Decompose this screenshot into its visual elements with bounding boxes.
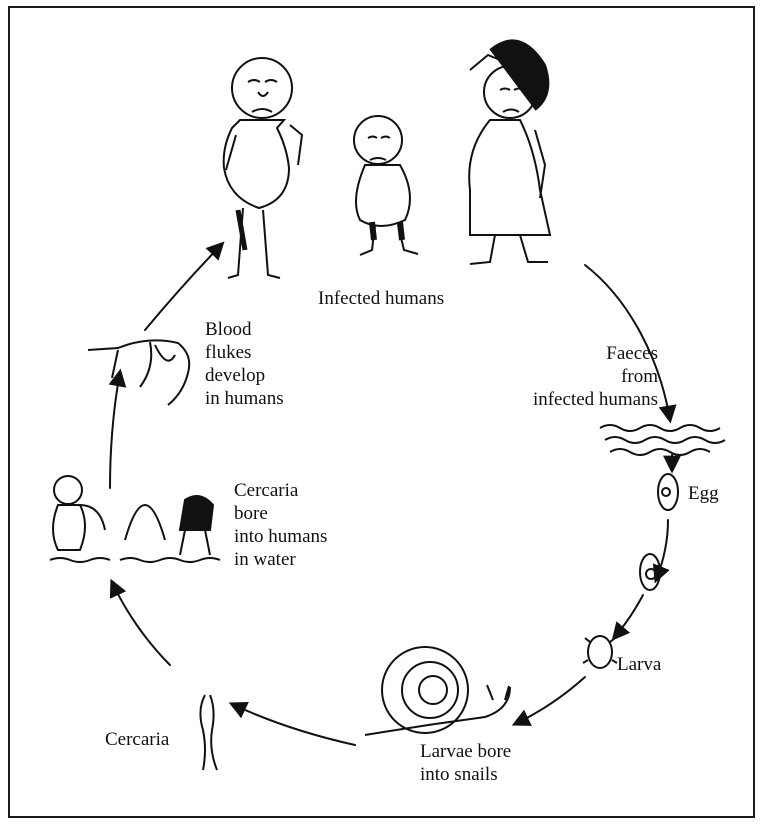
- label-larvae-bore: Larvae bore into snails: [420, 740, 511, 786]
- arrow-water-to-flukes: [110, 372, 120, 488]
- water-waves: [600, 425, 725, 455]
- infected-boy-figure: [354, 116, 418, 255]
- label-egg: Egg: [688, 482, 719, 505]
- arrow-egg2-to-larva: [614, 595, 643, 638]
- arrow-egg-to-egg2: [656, 520, 668, 580]
- label-infected-humans: Infected humans: [318, 287, 444, 310]
- blood-flukes-icon: [88, 340, 189, 405]
- egg-hatching-icon: [640, 554, 660, 590]
- snail-icon: [365, 647, 510, 735]
- label-larva: Larva: [617, 653, 661, 676]
- label-cercaria: Cercaria: [105, 728, 169, 751]
- larva-icon: [583, 636, 617, 668]
- infected-woman-figure: [469, 40, 550, 264]
- people-in-water: [50, 476, 220, 562]
- arrow-snail-to-cercaria: [232, 704, 355, 745]
- label-blood-flukes: Blood flukes develop in humans: [205, 318, 284, 410]
- arrow-cercaria-to-water: [112, 582, 170, 665]
- label-cercaria-bore: Cercaria bore into humans in water: [234, 479, 327, 571]
- arrow-larva-to-snail: [515, 677, 585, 724]
- label-faeces: Faeces from infected humans: [520, 342, 658, 411]
- cercaria-icon: [200, 695, 217, 770]
- infected-man-figure: [224, 58, 302, 278]
- egg-icon: [658, 474, 678, 510]
